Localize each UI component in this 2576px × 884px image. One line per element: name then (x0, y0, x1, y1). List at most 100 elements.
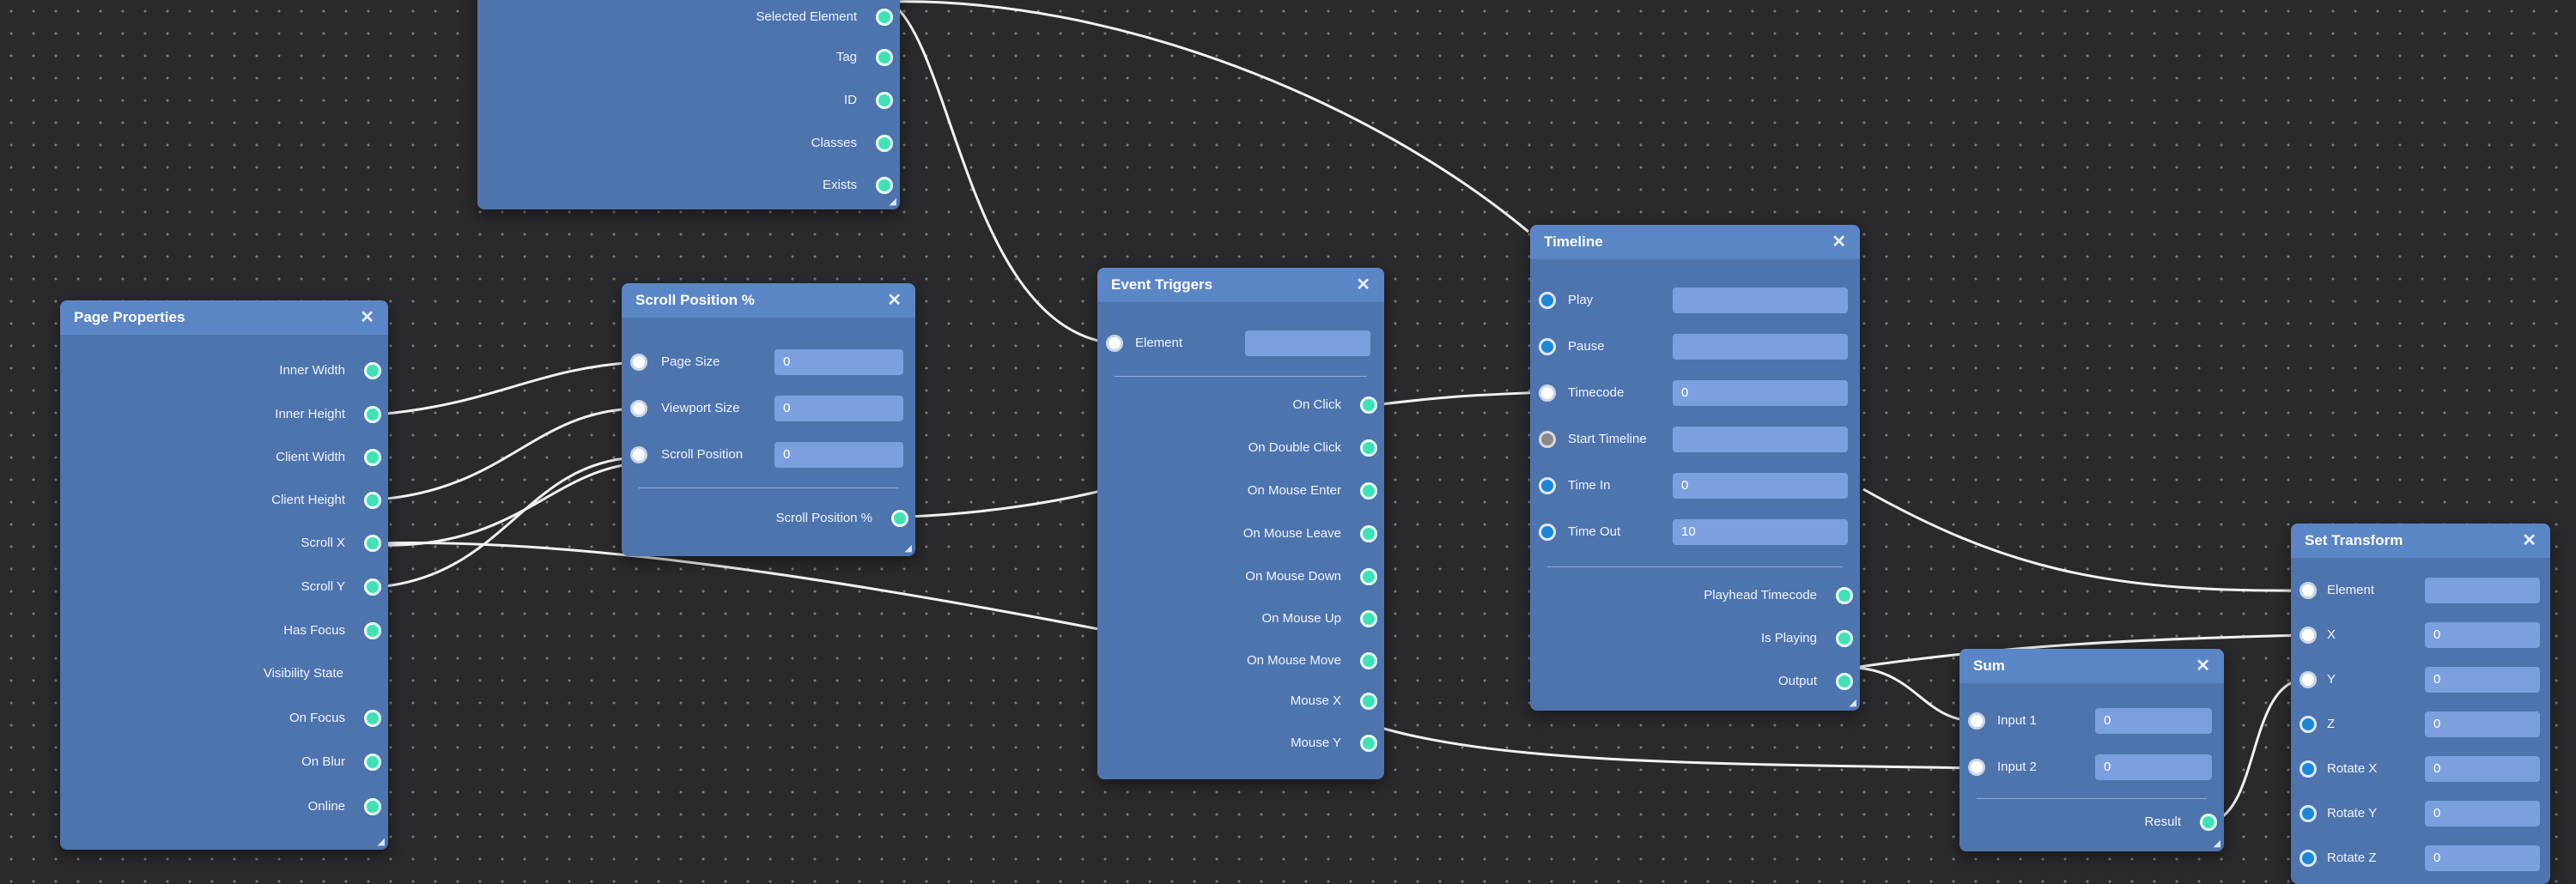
output-row-on-click: On Click (1097, 388, 1384, 422)
output-row-inner-width: Inner Width (60, 354, 388, 388)
close-icon[interactable]: ✕ (2522, 531, 2537, 550)
output-port-classes[interactable] (876, 135, 893, 152)
output-port-on-double-click[interactable] (1360, 439, 1377, 457)
close-icon[interactable]: ✕ (1832, 233, 1846, 251)
input-port-viewport-size[interactable] (630, 400, 647, 417)
output-port-scroll-x[interactable] (364, 535, 381, 552)
timeline-node[interactable]: Timeline ✕ Play Pause Timecode 0 Start T… (1530, 225, 1860, 711)
input-port-pause[interactable] (1539, 338, 1556, 355)
output-port-on-mouse-move[interactable] (1360, 652, 1377, 669)
output-port-on-mouse-down[interactable] (1360, 568, 1377, 585)
output-port-online[interactable] (364, 798, 381, 815)
input-port-input-1[interactable] (1968, 712, 1985, 730)
output-port-result[interactable] (2200, 814, 2217, 831)
event-triggers-node[interactable]: Event Triggers ✕ Element On Click On Dou… (1097, 268, 1384, 779)
close-icon[interactable]: ✕ (2196, 657, 2210, 675)
rotate-z-field[interactable]: 0 (2425, 845, 2540, 871)
element-query-node[interactable]: Selected Element Tag ID Classes Exists ◢ (477, 0, 900, 209)
input-row-z: Z 0 (2291, 707, 2550, 742)
z-field[interactable]: 0 (2425, 711, 2540, 737)
output-port-client-width[interactable] (364, 449, 381, 466)
time-out-field[interactable]: 10 (1673, 519, 1848, 545)
output-port-selected-element[interactable] (876, 9, 893, 26)
play-field[interactable] (1673, 288, 1848, 313)
sum-node[interactable]: Sum ✕ Input 1 0 Input 2 0 Result ◢ (1959, 649, 2224, 851)
output-label: On Mouse Down (1245, 569, 1341, 584)
node-header[interactable]: Timeline ✕ (1530, 225, 1860, 259)
node-header[interactable]: Sum ✕ (1959, 649, 2224, 683)
output-port-tag[interactable] (876, 49, 893, 66)
input-port-start-timeline[interactable] (1539, 431, 1556, 448)
input-port-scroll-position[interactable] (630, 446, 647, 463)
output-port-inner-height[interactable] (364, 406, 381, 423)
output-port-playhead-timecode[interactable] (1836, 587, 1853, 604)
input-port-y[interactable] (2300, 671, 2317, 688)
output-port-on-mouse-enter[interactable] (1360, 482, 1377, 500)
resize-grip-icon[interactable]: ◢ (1849, 698, 1856, 708)
pause-field[interactable] (1673, 334, 1848, 360)
element-field[interactable] (1245, 330, 1370, 356)
output-port-is-playing[interactable] (1836, 630, 1853, 647)
output-port-mouse-y[interactable] (1360, 735, 1377, 752)
viewport-size-field[interactable]: 0 (775, 396, 903, 421)
output-row-on-blur: On Blur (60, 745, 388, 779)
input-port-z[interactable] (2300, 716, 2317, 733)
output-port-scroll-y[interactable] (364, 578, 381, 596)
input-port-play[interactable] (1539, 292, 1556, 309)
input-port-rotate-x[interactable] (2300, 760, 2317, 778)
start-timeline-field[interactable] (1673, 427, 1848, 452)
input-port-timecode[interactable] (1539, 384, 1556, 402)
output-port-scroll-position-pct[interactable] (891, 510, 908, 527)
page-size-field[interactable]: 0 (775, 349, 903, 375)
time-in-field[interactable]: 0 (1673, 473, 1848, 499)
page-properties-node[interactable]: Page Properties ✕ Inner Width Inner Heig… (60, 300, 388, 850)
output-port-on-blur[interactable] (364, 754, 381, 771)
output-port-on-mouse-leave[interactable] (1360, 525, 1377, 542)
node-header[interactable]: Set Transform ✕ (2291, 524, 2550, 558)
input-port-input-2[interactable] (1968, 759, 1985, 776)
input-port-element[interactable] (2300, 582, 2317, 599)
timecode-field[interactable]: 0 (1673, 380, 1848, 406)
resize-grip-icon[interactable]: ◢ (2213, 839, 2221, 849)
output-port-on-click[interactable] (1360, 397, 1377, 414)
input-1-field[interactable]: 0 (2095, 708, 2212, 734)
input-port-element[interactable] (1106, 335, 1123, 352)
output-port-exists[interactable] (876, 177, 893, 194)
output-port-mouse-x[interactable] (1360, 693, 1377, 710)
output-port-id[interactable] (876, 92, 893, 109)
input-row-viewport-size: Viewport Size 0 (622, 391, 915, 426)
output-port-output[interactable] (1836, 673, 1853, 690)
output-port-on-focus[interactable] (364, 710, 381, 727)
resize-grip-icon[interactable]: ◢ (377, 837, 385, 847)
y-field[interactable]: 0 (2425, 667, 2540, 693)
input-port-rotate-z[interactable] (2300, 850, 2317, 867)
resize-grip-icon[interactable]: ◢ (904, 543, 912, 554)
rotate-x-field[interactable]: 0 (2425, 756, 2540, 782)
input-port-time-in[interactable] (1539, 477, 1556, 494)
input-row-input-1: Input 1 0 (1959, 704, 2224, 738)
resize-grip-icon[interactable]: ◢ (889, 197, 896, 207)
output-port-client-height[interactable] (364, 492, 381, 509)
set-transform-node[interactable]: Set Transform ✕ Element X 0 Y 0 Z 0 Rota… (2291, 524, 2550, 884)
input-port-rotate-y[interactable] (2300, 805, 2317, 822)
output-port-has-focus[interactable] (364, 622, 381, 639)
output-row-scroll-y: Scroll Y (60, 570, 388, 604)
output-row-on-mouse-move: On Mouse Move (1097, 644, 1384, 678)
node-header[interactable]: Event Triggers ✕ (1097, 268, 1384, 302)
close-icon[interactable]: ✕ (887, 291, 902, 310)
close-icon[interactable]: ✕ (1356, 275, 1370, 294)
close-icon[interactable]: ✕ (360, 308, 374, 327)
node-header[interactable]: Scroll Position % ✕ (622, 283, 915, 318)
input-port-time-out[interactable] (1539, 524, 1556, 541)
input-port-x[interactable] (2300, 627, 2317, 644)
scroll-position-node[interactable]: Scroll Position % ✕ Page Size 0 Viewport… (622, 283, 915, 556)
input-2-field[interactable]: 0 (2095, 754, 2212, 780)
scroll-position-field[interactable]: 0 (775, 442, 903, 468)
rotate-y-field[interactable]: 0 (2425, 801, 2540, 826)
x-field[interactable]: 0 (2425, 622, 2540, 648)
output-port-inner-width[interactable] (364, 362, 381, 379)
element-field[interactable] (2425, 578, 2540, 603)
input-port-page-size[interactable] (630, 354, 647, 371)
output-port-on-mouse-up[interactable] (1360, 610, 1377, 627)
node-header[interactable]: Page Properties ✕ (60, 300, 388, 335)
